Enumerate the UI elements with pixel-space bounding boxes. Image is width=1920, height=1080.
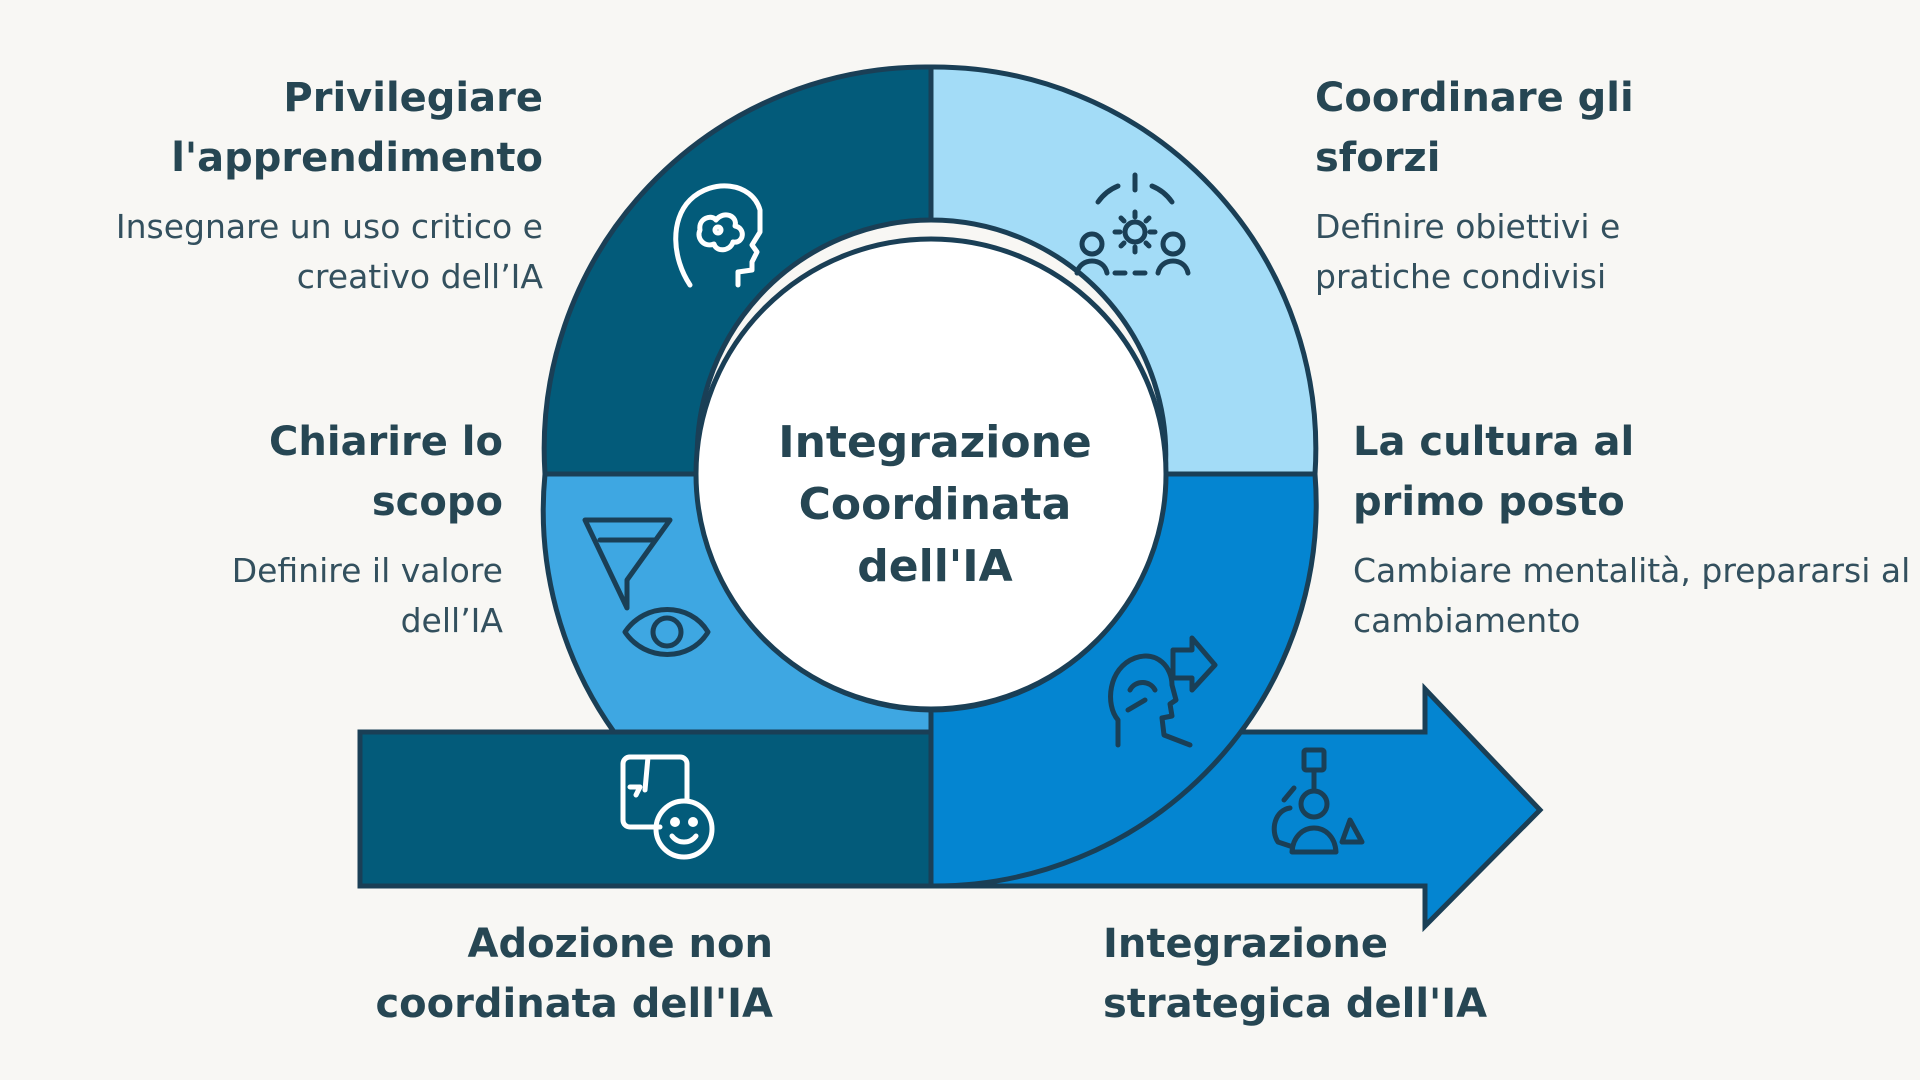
- team-gear-target-icon: [1074, 172, 1191, 276]
- label-culture-title: La cultura al primo posto: [1353, 419, 1635, 525]
- arrow-left-label: Adozione non coordinata dell'IA: [375, 921, 773, 1027]
- label-learning: Privilegiare l'apprendimento Insegnare u…: [60, 68, 543, 302]
- brain-head-icon: [673, 183, 763, 288]
- label-coordinate-description: Definire obiettivi e pratiche condivisi: [1315, 207, 1621, 296]
- label-learning-description: Insegnare un uso critico e creativo dell…: [115, 207, 543, 296]
- chat-smiley-icon: [620, 754, 715, 860]
- label-purpose-description: Definire il valore dell’IA: [231, 551, 503, 640]
- segment-coordinate: [928, 64, 1319, 477]
- people-network-icon: [1271, 747, 1365, 855]
- center-circle: [693, 236, 1169, 712]
- label-purpose-title: Chiarire lo scopo: [269, 419, 503, 525]
- label-purpose: Chiarire lo scopo Definire il valore del…: [200, 412, 503, 646]
- center-title: Integrazione Coordinata dell'IA: [778, 417, 1092, 592]
- funnel-eye-icon: [582, 517, 711, 657]
- arrow-right-label: Integrazione strategica dell'IA: [1103, 921, 1488, 1027]
- label-learning-title: Privilegiare l'apprendimento: [171, 75, 543, 181]
- label-coordinate-title: Coordinare gli sforzi: [1315, 75, 1634, 181]
- head-arrow-icon: [1108, 635, 1218, 748]
- label-culture-description: Cambiare mentalità, prepararsi al cambia…: [1353, 551, 1911, 640]
- label-coordinate: Coordinare gli sforzi Definire obiettivi…: [1315, 68, 1735, 302]
- label-culture: La cultura al primo posto Cambiare menta…: [1353, 412, 1913, 646]
